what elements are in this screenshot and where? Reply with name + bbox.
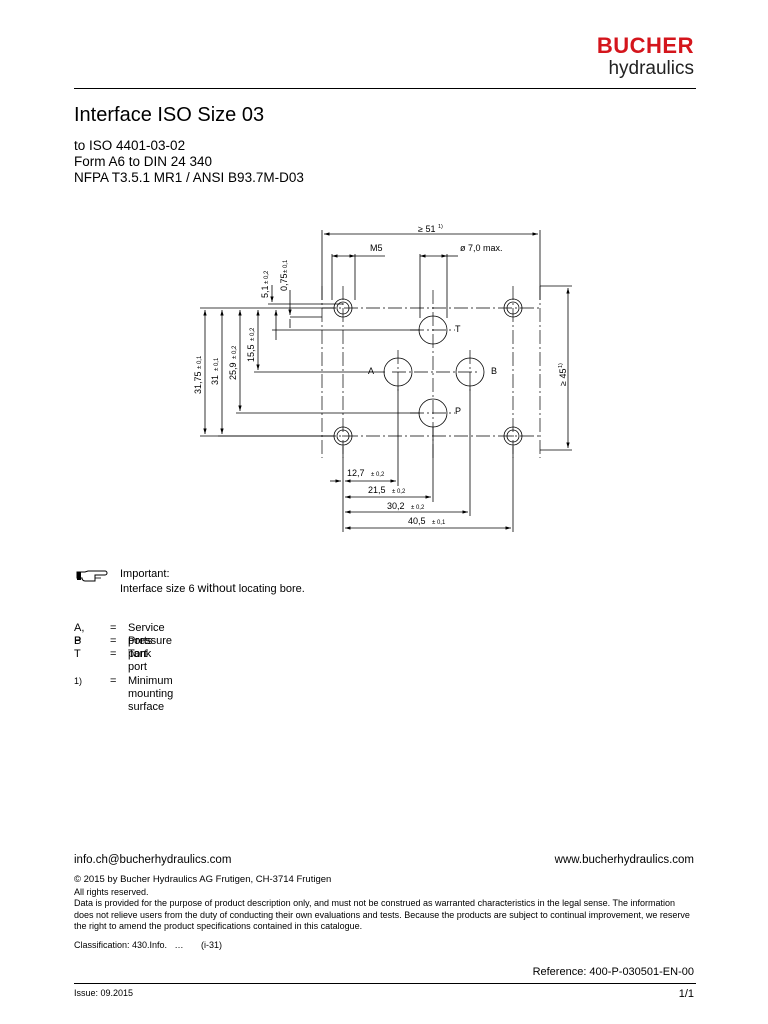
- dim-v2-tol: ± 0,1: [283, 259, 289, 273]
- standard-din: Form A6 to DIN 24 340: [74, 154, 213, 169]
- email-link[interactable]: info.ch@bucherhydraulics.com: [74, 854, 232, 866]
- classification: Classification: 430.Info. … (i-31): [74, 940, 223, 950]
- pointing-hand-icon: [76, 570, 108, 582]
- dim-v2: 0,75: [279, 273, 289, 291]
- legend-value: Pressure port: [128, 635, 173, 660]
- important-heading: Important:: [120, 568, 170, 580]
- dim-v6: 31,75: [193, 371, 203, 394]
- footnote-value: Minimum mounting surface: [128, 675, 174, 713]
- dim-v5-tol: ± 0,1: [214, 357, 220, 371]
- dim-h2-tol: ± 0,2: [392, 489, 406, 495]
- dim-v1: 5,1: [260, 285, 270, 298]
- legend-eq: =: [110, 635, 117, 647]
- dim-min-height-note: 1): [558, 363, 564, 368]
- dim-v1-tol: ± 0,2: [264, 270, 270, 284]
- website-link[interactable]: www.bucherhydraulics.com: [554, 854, 694, 866]
- interface-drawing: ≥ 51 1) M5 ø 7,0 max. T A B P ≥ 45 1) 5,…: [193, 224, 572, 532]
- legend-eq: =: [110, 648, 117, 660]
- port-t-label: T: [455, 324, 461, 334]
- thread-label: M5: [370, 243, 383, 253]
- important-emphasis: without: [197, 581, 236, 595]
- dim-min-width: ≥ 51: [418, 224, 435, 234]
- dim-v5: 31: [210, 375, 220, 385]
- bucher-logo: BUCHER hydraulics: [582, 34, 694, 80]
- dim-h3-tol: ± 0,2: [411, 505, 425, 511]
- dim-v6-tol: ± 0,1: [197, 355, 203, 369]
- standards-list: to ISO 4401-03-02 Form A6 to DIN 24 340 …: [74, 138, 304, 186]
- legend-key: P: [74, 635, 82, 647]
- important-text-start: Interface size 6: [120, 583, 198, 595]
- footnote-key: 1): [74, 676, 83, 686]
- legend-key: T: [74, 648, 81, 660]
- top-divider: [74, 88, 696, 89]
- legal-footer: © 2015 by Bucher Hydraulics AG Frutigen,…: [74, 874, 696, 933]
- dim-v3-tol: ± 0,2: [250, 327, 256, 341]
- page-number: 1/1: [678, 988, 694, 1000]
- dim-h1-tol: ± 0,2: [371, 472, 385, 478]
- logo-brand: BUCHER: [596, 33, 694, 58]
- logo-sub: hydraulics: [608, 58, 694, 79]
- dim-h3: 30,2: [387, 501, 405, 511]
- important-text: Interface size 6 without locating bore.: [120, 581, 305, 596]
- rights-reserved: All rights reserved.: [74, 886, 149, 897]
- standard-nfpa: NFPA T3.5.1 MR1 / ANSI B93.7M-D03: [74, 170, 304, 185]
- dim-h2: 21,5: [368, 485, 386, 495]
- port-b-label: B: [491, 366, 497, 376]
- bottom-divider: [74, 983, 696, 984]
- disclaimer: Data is provided for the purpose of prod…: [74, 898, 690, 931]
- dim-min-width-note: 1): [438, 224, 443, 230]
- page-title: Interface ISO Size 03: [74, 104, 265, 126]
- dim-min-height: ≥ 45: [558, 369, 568, 386]
- dim-v4: 25,9: [228, 362, 238, 380]
- important-text-end: locating bore.: [235, 583, 305, 595]
- dim-v3: 15,5: [246, 344, 256, 362]
- dim-h1: 12,7: [347, 468, 365, 478]
- dim-h4-tol: ± 0,1: [432, 520, 446, 526]
- port-a-label: A: [368, 366, 374, 376]
- footnote-eq: =: [110, 675, 117, 687]
- dim-v4-tol: ± 0,2: [232, 345, 238, 359]
- legend-value: Service ports: [128, 622, 165, 647]
- copyright: © 2015 by Bucher Hydraulics AG Frutigen,…: [74, 874, 332, 885]
- issue-date: Issue: 09.2015: [74, 988, 134, 998]
- reference: Reference: 400-P-030501-EN-00: [532, 966, 694, 978]
- important-note: Important: Interface size 6 without loca…: [120, 567, 305, 596]
- port-p-label: P: [455, 406, 461, 416]
- standard-iso: to ISO 4401-03-02: [74, 138, 186, 153]
- dim-h4: 40,5: [408, 516, 426, 526]
- legend-value: Tank port: [128, 648, 152, 673]
- legend-eq: =: [110, 622, 117, 634]
- bore-label: ø 7,0 max.: [460, 243, 503, 253]
- legend-key: A, B: [74, 622, 85, 647]
